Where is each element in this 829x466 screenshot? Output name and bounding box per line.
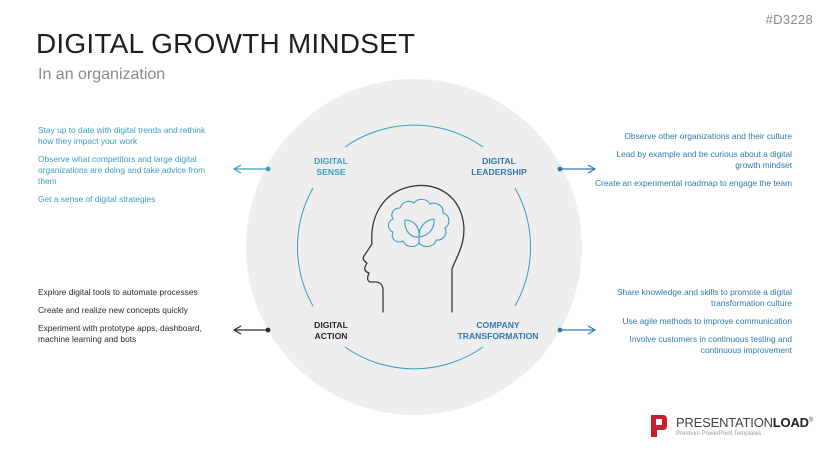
arrow-left-icon [232,164,271,174]
quadrant-label-line: LEADERSHIP [471,167,527,177]
ring-arc-top [344,124,484,148]
list-item: Create an experimental roadmap to engage… [595,178,792,188]
ring-arc-left [296,187,314,307]
logo-registered: ® [808,417,814,424]
quadrant-label-line: COMPANY [476,320,520,330]
quadrant-label-line: ACTION [314,331,348,341]
list-item: Use agile methods to improve communicati… [622,316,792,326]
list-item: Observe what competitors and large digit… [38,154,206,186]
leaf-icon [404,218,435,244]
company-transformation-list: Share knowledge and skills to promote a … [592,287,792,363]
digital-sense-list: Stay up to date with digital trends and … [38,125,213,212]
ring-arc-right [514,187,532,307]
quadrant-label-line: TRANSFORMATION [457,331,539,341]
quadrant-label-line: DIGITAL [482,156,516,166]
page-subtitle: In an organization [38,66,166,83]
background-circle [246,79,582,415]
list-item: Share knowledge and skills to promote a … [616,287,792,308]
list-item: Create and realize new concepts quickly [38,305,188,315]
slide-code: #D3228 [765,12,813,27]
logo-brand-light: PRESENTATION [676,415,773,430]
arrow-left-icon [232,325,271,335]
quadrant-label-line: DIGITAL [314,156,348,166]
page-title: DIGITAL GROWTH MINDSET [36,28,416,59]
list-item: Observe other organizations and their cu… [624,131,792,141]
logo-mark-icon [651,415,667,437]
quadrant-label-company-transformation: COMPANY TRANSFORMATION [445,320,551,342]
quadrant-label-line: DIGITAL [314,320,348,330]
list-item: Lead by example and be curious about a d… [616,149,792,170]
logo-tagline: Premium PowerPoint Templates [676,431,762,437]
quadrant-label-digital-leadership: DIGITAL LEADERSHIP [466,156,532,178]
logo-brand-bold: LOAD [772,415,809,430]
ring-arc-bottom [344,346,484,370]
brain-icon [387,198,450,248]
digital-leadership-list: Observe other organizations and their cu… [592,131,792,196]
quadrant-label-line: SENSE [316,167,346,177]
list-item: Stay up to date with digital trends and … [38,125,206,146]
logo-brand: PRESENTATIONLOAD® [676,415,813,430]
head-with-brain-and-leaf-icon [362,184,465,313]
quadrant-label-digital-sense: DIGITAL SENSE [305,156,357,178]
list-item: Involve customers in continuous testing … [629,334,792,355]
digital-action-list: Explore digital tools to automate proces… [38,287,213,352]
arrow-right-icon [557,325,597,335]
arrow-right-icon [557,164,597,174]
presentationload-logo: PRESENTATIONLOAD® Premium PowerPoint Tem… [650,414,813,444]
list-item: Experiment with prototype apps, dashboar… [38,323,202,344]
quadrant-label-digital-action: DIGITAL ACTION [305,320,357,342]
list-item: Get a sense of digital strategies [38,194,156,204]
list-item: Explore digital tools to automate proces… [38,287,198,297]
